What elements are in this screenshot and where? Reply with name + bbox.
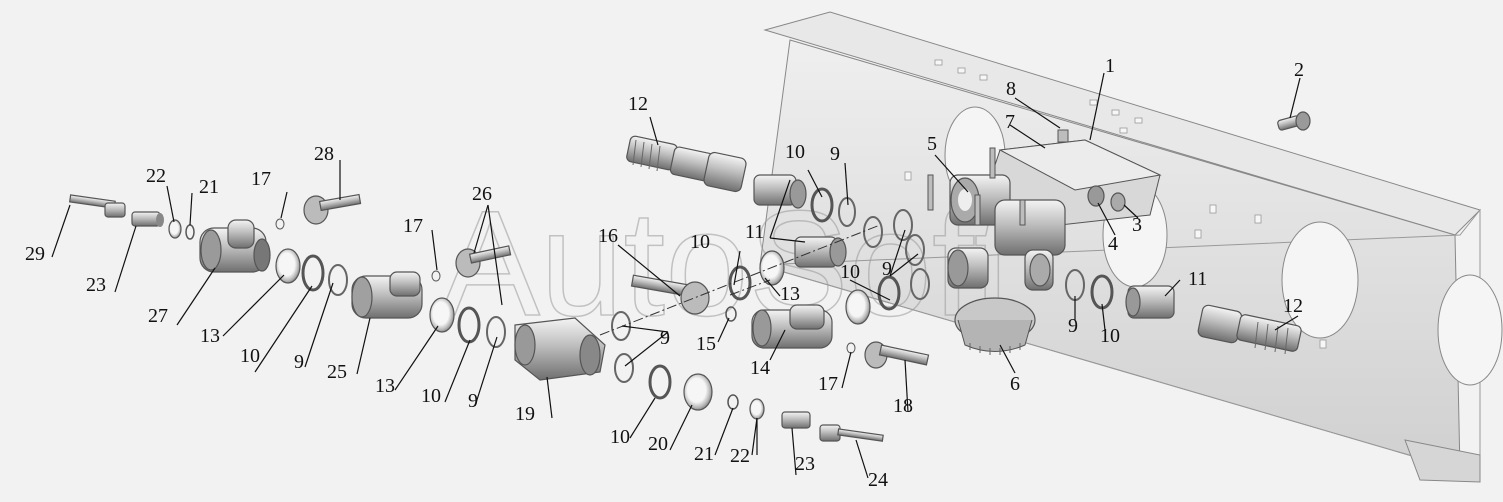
nut-part-13-a bbox=[275, 248, 301, 284]
valve-assembly bbox=[927, 129, 1162, 355]
label-7: 7 bbox=[1005, 111, 1015, 133]
label-13-c: 13 bbox=[780, 283, 800, 305]
bolt-part-28 bbox=[303, 193, 362, 225]
fitting-part-11-mid bbox=[794, 236, 847, 268]
label-6: 6 bbox=[1010, 373, 1020, 395]
washer-part-10-d bbox=[810, 187, 834, 223]
washer-part-9-c bbox=[611, 311, 631, 341]
nut-part-20 bbox=[683, 373, 713, 411]
washers-lower-group bbox=[877, 268, 930, 311]
label-23-b: 23 bbox=[795, 453, 815, 475]
ring-part-15 bbox=[725, 306, 737, 322]
hose-part-12-top bbox=[626, 135, 747, 193]
label-28: 28 bbox=[314, 143, 334, 165]
label-9-b: 9 bbox=[294, 351, 304, 373]
washer-part-10-e bbox=[728, 265, 752, 301]
label-27: 27 bbox=[148, 305, 168, 327]
rod-part-24 bbox=[819, 424, 884, 442]
bolt-part-26 bbox=[455, 245, 512, 278]
label-19: 19 bbox=[515, 403, 535, 425]
washer-part-10-a bbox=[301, 254, 325, 292]
label-14: 14 bbox=[750, 357, 770, 379]
tee-part-14 bbox=[751, 304, 833, 349]
label-29: 29 bbox=[25, 243, 45, 265]
bolt-part-2 bbox=[1277, 111, 1311, 131]
ring-part-17-a bbox=[275, 218, 285, 230]
label-13-b: 13 bbox=[375, 375, 395, 397]
label-11-b: 11 bbox=[745, 221, 764, 243]
washer-part-9-b bbox=[486, 316, 506, 348]
label-23-a: 23 bbox=[86, 274, 106, 296]
nut-part-13-c bbox=[759, 250, 785, 286]
body-part-19 bbox=[514, 317, 606, 381]
label-21-b: 21 bbox=[694, 443, 714, 465]
label-9-c: 9 bbox=[468, 390, 478, 412]
washer-part-9-d bbox=[614, 353, 634, 383]
label-25: 25 bbox=[327, 361, 347, 383]
label-1: 1 bbox=[1105, 55, 1115, 77]
fitting-part-23-left bbox=[131, 211, 164, 227]
tee-part-25 bbox=[351, 271, 423, 319]
label-11-a: 11 bbox=[1188, 268, 1207, 290]
leader-lines bbox=[51, 72, 1301, 479]
label-26: 26 bbox=[472, 183, 492, 205]
nut-part-13-d bbox=[845, 289, 871, 325]
label-9-e: 9 bbox=[830, 143, 840, 165]
label-9-f: 9 bbox=[1068, 315, 1078, 337]
ring-part-17-b bbox=[431, 270, 441, 282]
label-17-c: 17 bbox=[818, 373, 838, 395]
label-10-c: 10 bbox=[610, 426, 630, 448]
label-13-a: 13 bbox=[200, 325, 220, 347]
label-17-b: 17 bbox=[403, 215, 423, 237]
label-10-f: 10 bbox=[840, 261, 860, 283]
label-10-b: 10 bbox=[421, 385, 441, 407]
label-20: 20 bbox=[648, 433, 668, 455]
tee-part-27 bbox=[199, 219, 271, 273]
label-15: 15 bbox=[696, 333, 716, 355]
fitting-part-11-top bbox=[753, 174, 807, 209]
label-4: 4 bbox=[1108, 233, 1118, 255]
label-22-a: 22 bbox=[146, 165, 166, 187]
label-3: 3 bbox=[1132, 214, 1142, 236]
label-10-g: 10 bbox=[1100, 325, 1120, 347]
alignment-axes bbox=[599, 224, 881, 336]
label-10-e: 10 bbox=[785, 141, 805, 163]
ring-part-21-left bbox=[185, 224, 195, 240]
label-22-b: 22 bbox=[730, 445, 750, 467]
fitting-part-11-right bbox=[1125, 285, 1175, 319]
label-10-a: 10 bbox=[240, 345, 260, 367]
washer-part-22-left bbox=[168, 219, 182, 239]
label-16: 16 bbox=[598, 225, 618, 247]
nut-part-13-b bbox=[429, 297, 455, 333]
ring-part-21-b bbox=[727, 394, 739, 410]
callout-labels: 1 2 3 4 5 6 7 8 9 9 9 9 9 9 10 10 10 10 … bbox=[25, 55, 1304, 491]
label-24: 24 bbox=[868, 469, 888, 491]
rod-part-29 bbox=[68, 194, 126, 218]
fitting-part-23-right bbox=[781, 411, 811, 429]
label-2: 2 bbox=[1294, 59, 1304, 81]
washer-part-9-a bbox=[328, 264, 348, 296]
label-21-a: 21 bbox=[199, 176, 219, 198]
label-18: 18 bbox=[893, 395, 913, 417]
washer-part-22-b bbox=[749, 398, 765, 420]
washer-part-10-c bbox=[648, 364, 672, 400]
washers-upper-group bbox=[863, 209, 925, 266]
label-12-b: 12 bbox=[1283, 295, 1303, 317]
label-9-a: 9 bbox=[660, 327, 670, 349]
label-8: 8 bbox=[1006, 78, 1016, 100]
label-5: 5 bbox=[927, 133, 937, 155]
label-10-d: 10 bbox=[690, 231, 710, 253]
label-17-a: 17 bbox=[251, 168, 271, 190]
label-9-d: 9 bbox=[882, 258, 892, 280]
label-12-a: 12 bbox=[628, 93, 648, 115]
pin-part-18 bbox=[864, 341, 930, 369]
